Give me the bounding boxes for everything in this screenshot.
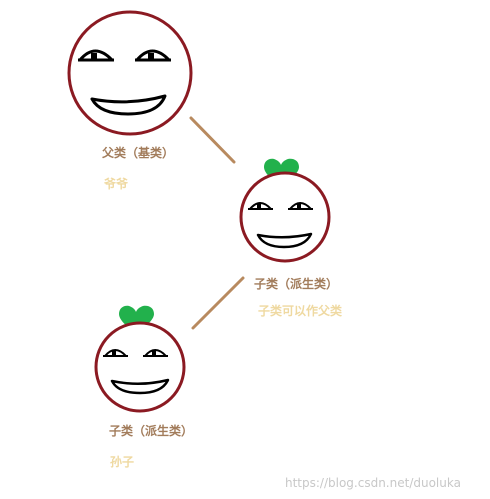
connector-grandparent-to-parent	[189, 116, 236, 164]
derived-class-face-icon	[239, 171, 331, 263]
can-be-parent-note: 子类可以作父类	[258, 304, 343, 318]
watermark: https://blog.csdn.net/duoluka	[285, 476, 461, 490]
connector-parent-to-child	[191, 276, 245, 330]
derived-class-label: 子类（派生类）	[254, 277, 339, 291]
base-class-label: 父类（基类）	[102, 146, 175, 160]
base-class-face-icon	[67, 10, 193, 136]
derived-class-face-icon	[94, 321, 186, 413]
grandson-note: 孙子	[110, 455, 135, 469]
derived-class-label: 子类（派生类）	[109, 424, 194, 438]
grandpa-note: 爷爷	[104, 177, 129, 191]
